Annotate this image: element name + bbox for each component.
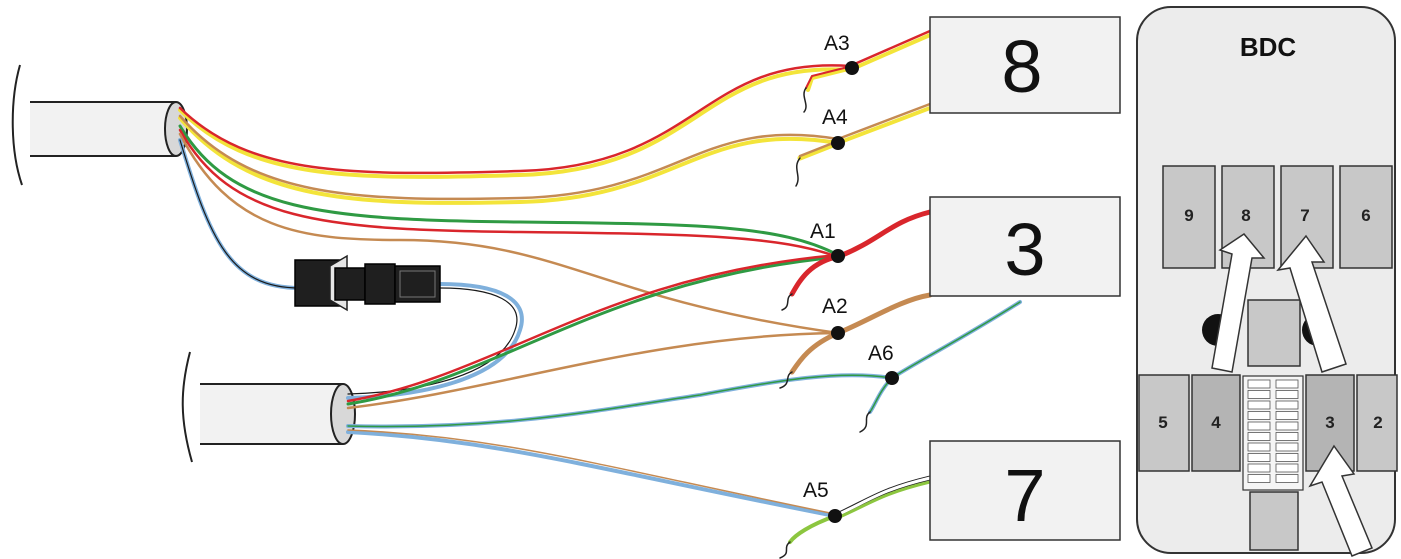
fuse-cell — [1247, 411, 1271, 420]
splice-a6-dot — [885, 371, 899, 385]
splice-label-a2: A2 — [822, 295, 848, 318]
arrow-to-slot-3 — [1308, 444, 1373, 557]
fuse-cell — [1247, 442, 1271, 452]
bdc-slot-9 — [1162, 165, 1216, 269]
splice-label-a4: A4 — [822, 106, 848, 129]
connector-box-top: 8 — [929, 16, 1121, 114]
connector-box-middle-number: 3 — [1004, 208, 1045, 291]
fuse-cell — [1275, 453, 1299, 462]
splice-points — [828, 61, 899, 523]
bdc-bottom-block — [1249, 491, 1299, 551]
bdc-module: BDC 9 8 7 6 5 4 3 2 — [1136, 6, 1398, 557]
bdc-slot-label-2: 2 — [1373, 413, 1382, 432]
bdc-slot-6 — [1339, 165, 1393, 269]
bdc-slot-4 — [1191, 374, 1241, 472]
fuse-cell — [1275, 421, 1299, 431]
inline-connector — [294, 254, 441, 312]
bdc-slot-5 — [1138, 374, 1190, 472]
fuse-cell — [1275, 432, 1299, 441]
bdc-slot-label-6: 6 — [1361, 206, 1370, 225]
fuse-cell — [1275, 390, 1299, 399]
bdc-slot-label-8: 8 — [1241, 206, 1250, 225]
fuse-cell — [1247, 390, 1271, 399]
splice-a5-dot — [828, 509, 842, 523]
fuse-cell — [1247, 463, 1271, 473]
fuse-cell — [1247, 400, 1271, 410]
fuse-cell — [1247, 421, 1271, 431]
splice-label-a1: A1 — [810, 220, 836, 243]
bdc-slot-label-5: 5 — [1158, 413, 1167, 432]
lower-cable — [181, 351, 356, 463]
connector-box-bottom: 7 — [929, 440, 1121, 541]
bdc-slot-label-9: 9 — [1184, 206, 1193, 225]
connector-box-middle: 3 — [929, 196, 1121, 297]
fuse-cell — [1275, 474, 1299, 483]
bdc-title: BDC — [1240, 32, 1297, 62]
fuse-cell — [1247, 379, 1271, 389]
fuse-cell — [1247, 474, 1271, 483]
splice-a1-dot — [831, 249, 845, 263]
fuse-cell — [1247, 432, 1271, 441]
fuse-cell — [1275, 411, 1299, 420]
bdc-fuse-strip — [1242, 375, 1304, 491]
connector-box-bottom-number: 7 — [1004, 454, 1045, 537]
splice-label-a6: A6 — [868, 342, 894, 365]
splice-label-a3: A3 — [824, 32, 850, 55]
bdc-slot-label-4: 4 — [1211, 413, 1221, 432]
bdc-center-block — [1247, 299, 1301, 367]
wires — [178, 29, 1022, 559]
bdc-slot-label-3: 3 — [1325, 413, 1334, 432]
splice-label-a5: A5 — [803, 479, 829, 502]
splice-labels: A3 A4 A1 A2 A6 A5 — [803, 32, 894, 502]
arrow-to-slot-8 — [1211, 233, 1266, 373]
fuse-cell — [1275, 442, 1299, 452]
splice-a3-dot — [845, 61, 859, 75]
splice-a2-dot — [831, 326, 845, 340]
splice-a4-dot — [831, 136, 845, 150]
fuse-cell — [1247, 453, 1271, 462]
fuse-cell — [1275, 463, 1299, 473]
upper-cable — [11, 64, 188, 186]
bdc-slot-2 — [1356, 374, 1398, 472]
connector-box-top-number: 8 — [1001, 25, 1042, 108]
arrow-to-slot-7 — [1276, 234, 1347, 373]
bdc-slot-label-7: 7 — [1300, 206, 1309, 225]
fuse-cell — [1275, 400, 1299, 410]
fuse-cell — [1275, 379, 1299, 389]
